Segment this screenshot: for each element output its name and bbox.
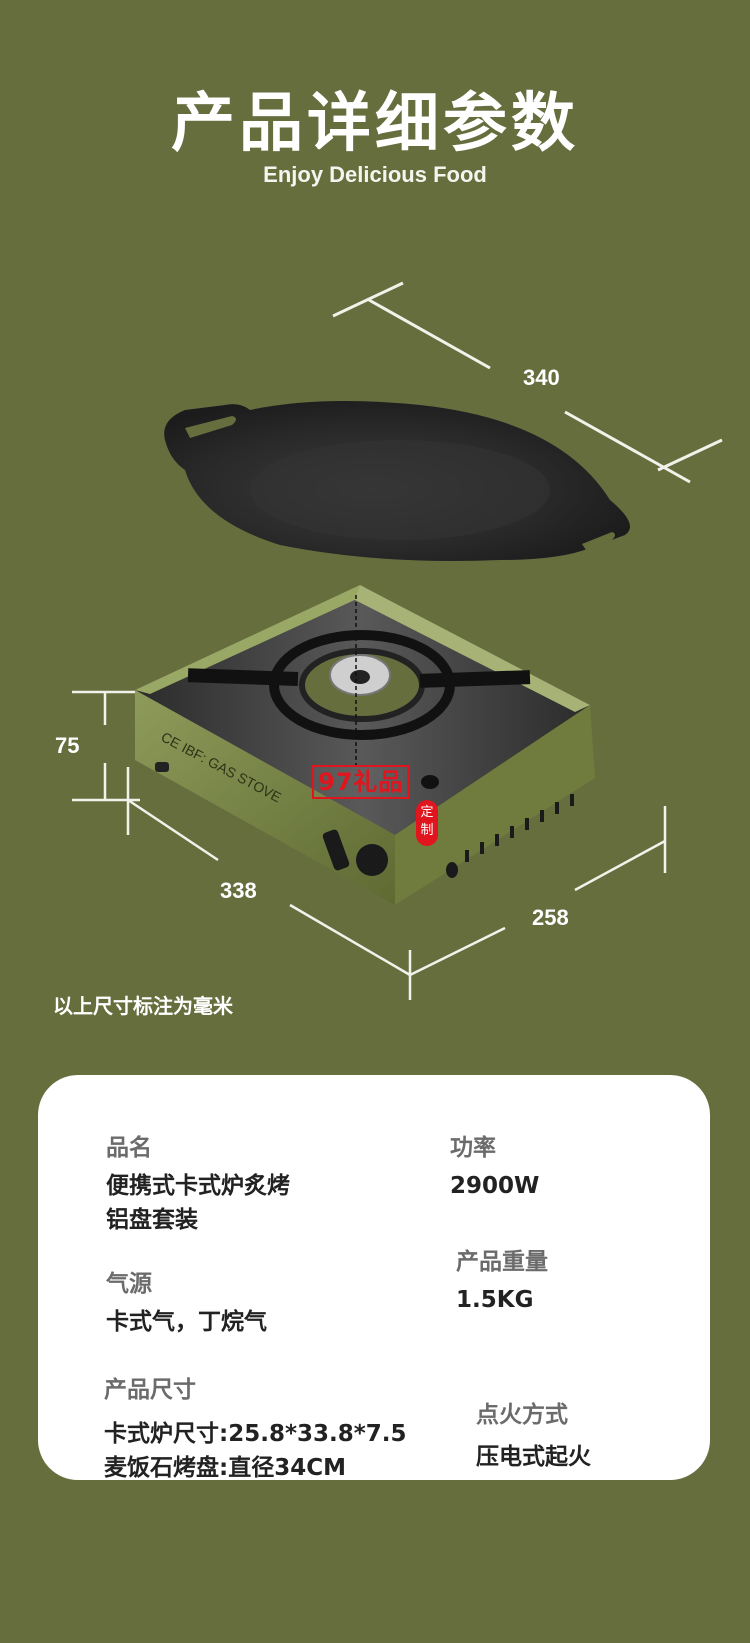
spec-label: 功率 (450, 1135, 496, 1161)
dimension-stove-width: 258 (532, 905, 569, 930)
dimension-stove-length: 338 (220, 878, 257, 903)
spec-label: 产品重量 (456, 1249, 548, 1275)
spec-label: 产品尺寸 (104, 1377, 196, 1403)
dimension-stove-height: 75 (55, 733, 80, 758)
watermark-seal: 定制 (416, 800, 438, 846)
spec-dimensions: 产品尺寸 卡式炉尺寸:25.8*33.8*7.5 麦饭石烤盘:直径34CM (104, 1373, 407, 1485)
spec-power: 功率 2900W (450, 1131, 539, 1203)
spec-value: 2900W (450, 1173, 540, 1199)
spec-weight: 产品重量 1.5KG (456, 1245, 548, 1317)
stove-dimension-lines (72, 690, 667, 1000)
spec-label: 品名 (106, 1135, 152, 1161)
grill-pan-image (164, 401, 630, 561)
page-title: 产品详细参数 (171, 87, 579, 161)
spec-card: 品名 便携式卡式炉炙烤 铝盘套装 功率 2900W 气源 卡式气，丁烷气 产品重… (38, 1075, 710, 1481)
spec-gas-source: 气源 卡式气，丁烷气 (106, 1267, 267, 1339)
spec-value: 铝盘套装 (106, 1207, 198, 1233)
spec-product-name: 品名 便携式卡式炉炙烤 铝盘套装 (106, 1131, 290, 1237)
spec-value: 便携式卡式炉炙烤 (106, 1173, 290, 1199)
spec-value: 麦饭石烤盘:直径34CM (104, 1455, 346, 1481)
spec-value: 卡式炉尺寸:25.8*33.8*7.5 (104, 1421, 407, 1447)
spec-ignition: 点火方式 压电式起火 (476, 1398, 591, 1474)
spec-value: 1.5KG (456, 1287, 534, 1313)
spec-value: 压电式起火 (476, 1444, 591, 1470)
watermark-logo: 97礼品 (312, 765, 410, 799)
product-illustration: CE IBF: GAS STOVE (72, 281, 723, 1000)
gas-stove-image: CE IBF: GAS STOVE (135, 585, 595, 905)
page-subtitle: Enjoy Delicious Food (263, 162, 487, 187)
dimension-pan-diameter: 340 (523, 365, 560, 390)
unit-note: 以上尺寸标注为毫米 (53, 994, 233, 1018)
spec-value: 卡式气，丁烷气 (106, 1309, 267, 1335)
pan-dimension-lines (332, 281, 723, 484)
spec-label: 气源 (106, 1271, 152, 1297)
spec-label: 点火方式 (476, 1402, 568, 1428)
